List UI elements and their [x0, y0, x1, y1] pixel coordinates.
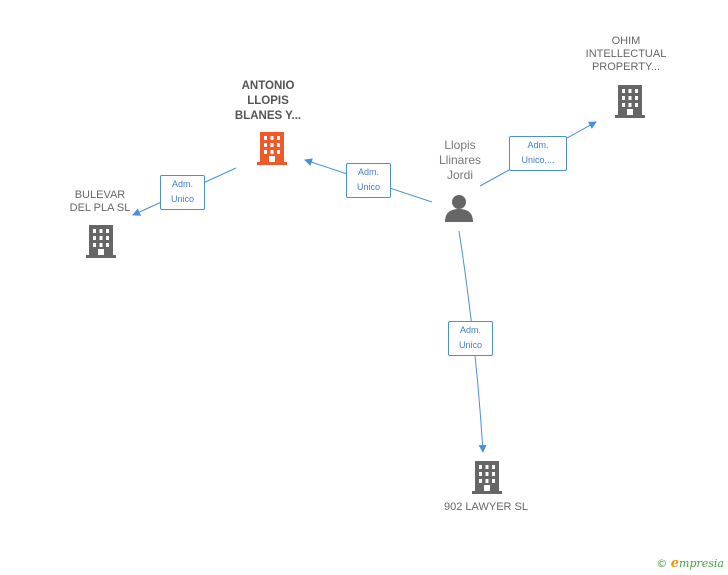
person-label-line: Jordi	[446, 168, 473, 182]
company-label-line: 902 LAWYER SL	[444, 501, 528, 513]
person-label-line: Llinares	[438, 153, 482, 167]
brand-logo[interactable]: © empresia	[656, 556, 724, 571]
building-icon[interactable]	[471, 460, 503, 499]
building-icon-ohim	[615, 85, 645, 118]
company-label-bulevar[interactable]: BULEVAR DEL PLA SL	[55, 189, 145, 215]
edge-label-to-lawyer[interactable]: Adm. Unico	[448, 321, 493, 356]
person-label-line: Llopis	[444, 138, 476, 152]
building-icon-bulevar	[86, 225, 116, 258]
edge-label-line: Adm.	[527, 140, 549, 150]
person-label[interactable]: Llopis Llinares Jordi	[415, 138, 505, 183]
company-label-line: DEL PLA SL	[69, 202, 131, 214]
person-icon[interactable]	[444, 193, 474, 228]
company-label-antonio[interactable]: ANTONIO LLOPIS BLANES Y...	[218, 79, 318, 124]
person-icon-glyph	[445, 195, 473, 222]
edge-label-line: Adm.	[357, 167, 379, 177]
edge-label-line: Adm.	[171, 179, 193, 189]
brand-e-letter: e	[670, 556, 680, 571]
company-label-ohim[interactable]: OHIM INTELLECTUAL PROPERTY...	[576, 35, 676, 74]
company-label-lawyer[interactable]: 902 LAWYER SL	[426, 501, 546, 514]
building-icon[interactable]	[85, 224, 117, 263]
brand-name: mpresia	[679, 557, 724, 570]
company-label-line: BLANES Y...	[234, 110, 302, 122]
edge-label-line: Unico	[170, 194, 194, 204]
company-label-line: INTELLECTUAL	[585, 48, 667, 60]
edge-label-to-ohim[interactable]: Adm. Unico,...	[509, 136, 567, 171]
company-label-line: OHIM	[611, 35, 641, 47]
company-label-line: LLOPIS	[247, 95, 289, 107]
edge-label-to-antonio[interactable]: Adm. Unico	[346, 163, 391, 198]
building-icon-lawyer	[472, 461, 502, 494]
building-icon-antonio	[257, 132, 287, 165]
copyright-symbol: ©	[656, 557, 668, 570]
edge-label-line: Unico	[356, 182, 380, 192]
company-label-line: ANTONIO	[241, 80, 295, 92]
edge-label-line: Adm.	[459, 325, 481, 335]
edge-label-to-bulevar[interactable]: Adm. Unico	[160, 175, 205, 210]
building-icon[interactable]	[256, 131, 288, 170]
company-label-line: BULEVAR	[74, 189, 126, 201]
company-label-line: PROPERTY...	[591, 61, 661, 73]
edge-label-line: Unico,...	[521, 155, 555, 165]
building-icon[interactable]	[614, 84, 646, 123]
edge-label-line: Unico	[458, 340, 482, 350]
